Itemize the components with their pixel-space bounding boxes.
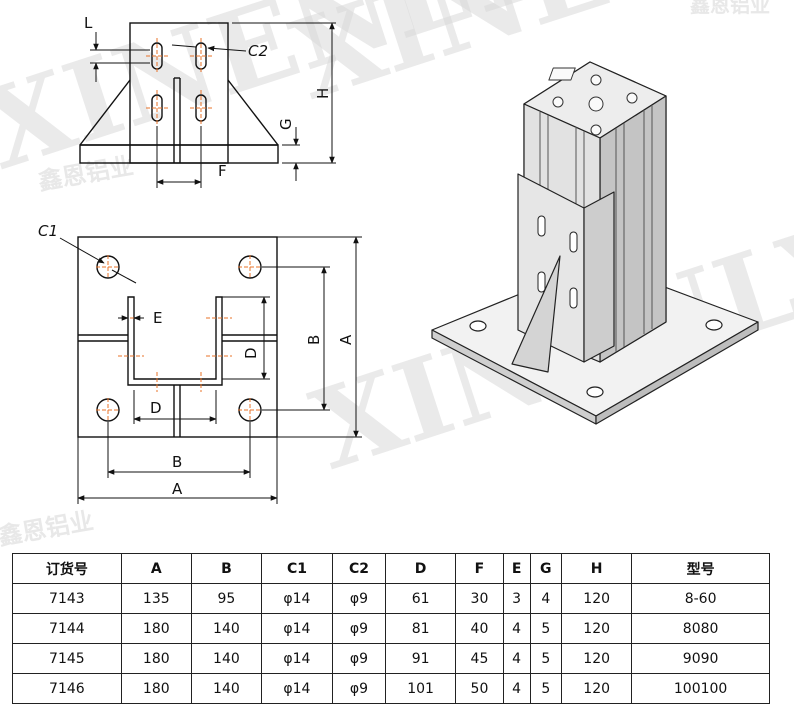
- table-cell: 7144: [12, 613, 122, 644]
- dim-label-D-vertical: D: [242, 347, 260, 359]
- dim-label-A-vertical: A: [337, 334, 355, 345]
- table-cell: φ14: [260, 583, 333, 614]
- table-cell: 180: [120, 673, 192, 704]
- table-cell: 120: [561, 583, 633, 614]
- table-row: 7143 135 95 φ14 φ9 61 30 3 4 120 8-60: [12, 583, 770, 614]
- col-header-H: H: [561, 553, 633, 584]
- table-cell: φ14: [260, 643, 333, 674]
- table-row: 7144 180 140 φ14 φ9 81 40 4 5 120 8080: [12, 613, 770, 644]
- table-cell: 7145: [12, 643, 122, 674]
- table-cell: 7146: [12, 673, 122, 704]
- dim-label-B-horizontal: B: [172, 453, 182, 471]
- watermark-cn-3: 鑫恩铝业: [0, 507, 96, 550]
- table-cell: 180: [120, 613, 192, 644]
- table-cell: 40: [455, 613, 504, 644]
- col-header-B: B: [190, 553, 262, 584]
- iso-hole-3: [705, 319, 723, 331]
- u-bracket-outline: [127, 296, 223, 386]
- watermark-layer: XINENLY XINENLY XINENLY 鑫恩铝业 鑫恩铝业 鑫恩铝业 鑫…: [0, 0, 794, 550]
- table-cell: 30: [455, 583, 504, 614]
- table-cell: φ9: [331, 673, 387, 704]
- col-header-order-no: 订货号: [12, 553, 122, 584]
- right-gusset: [227, 79, 279, 146]
- table-cell: 5: [529, 643, 563, 674]
- dim-label-E: E: [153, 309, 162, 327]
- table-cell: φ14: [260, 613, 333, 644]
- table-cell: 8080: [631, 613, 770, 644]
- table-cell: 5: [529, 673, 563, 704]
- table-cell: φ14: [260, 673, 333, 704]
- table-cell: 61: [385, 583, 457, 614]
- top-view: [77, 236, 278, 438]
- table-row: 7146 180 140 φ14 φ9 101 50 4 5 120 10010…: [12, 673, 770, 704]
- dim-label-G: G: [277, 118, 295, 130]
- table-cell: 140: [190, 613, 262, 644]
- dim-label-H: H: [314, 88, 332, 99]
- table-row: 7145 180 140 φ14 φ9 91 45 4 5 120 9090: [12, 643, 770, 674]
- table-cell: 120: [561, 613, 633, 644]
- table-cell: φ9: [331, 583, 387, 614]
- table-cell: 4: [502, 643, 531, 674]
- isometric-view: [431, 61, 759, 425]
- front-view-dimensions: [90, 22, 336, 188]
- table-cell: 4: [529, 583, 563, 614]
- iso-hole-4: [586, 386, 604, 398]
- table-cell: 4: [502, 613, 531, 644]
- col-header-D: D: [385, 553, 457, 584]
- table-cell: 120: [561, 673, 633, 704]
- table-cell: 140: [190, 673, 262, 704]
- table-cell: 140: [190, 643, 262, 674]
- dim-label-F: F: [218, 162, 227, 180]
- dim-label-D-horizontal: D: [150, 399, 162, 417]
- top-view-center-marks: [96, 255, 262, 422]
- table-cell: 9090: [631, 643, 770, 674]
- dim-label-C1: C1: [38, 222, 58, 240]
- table-cell: φ9: [331, 643, 387, 674]
- left-gusset: [79, 79, 131, 146]
- table-cell: 101: [385, 673, 457, 704]
- front-view-center-marks: [146, 38, 212, 126]
- iso-slot-2: [569, 231, 578, 253]
- table-cell: 4: [502, 673, 531, 704]
- dim-label-B-vertical: B: [305, 335, 323, 345]
- col-header-C2: C2: [331, 553, 387, 584]
- table-cell: 91: [385, 643, 457, 674]
- col-header-F: F: [455, 553, 504, 584]
- iso-slot-4: [569, 287, 578, 309]
- col-header-model: 型号: [631, 553, 770, 584]
- dim-label-C2-front: C2: [248, 42, 268, 60]
- table-cell: 3: [502, 583, 531, 614]
- table-cell: 180: [120, 643, 192, 674]
- spec-table: 订货号 A B C1 C2 D F E G H 型号 7143 135 95 φ…: [12, 553, 770, 704]
- col-header-A: A: [120, 553, 192, 584]
- table-cell: 135: [120, 583, 192, 614]
- iso-bracket-right-plate: [583, 191, 615, 363]
- spec-table-header-row: 订货号 A B C1 C2 D F E G H 型号: [12, 553, 770, 584]
- table-cell: 120: [561, 643, 633, 674]
- front-view-base-plate: [79, 144, 279, 164]
- table-cell: 7143: [12, 583, 122, 614]
- col-header-E: E: [502, 553, 531, 584]
- col-header-C1: C1: [260, 553, 333, 584]
- table-cell: 5: [529, 613, 563, 644]
- top-view-base-plate: [77, 236, 278, 438]
- watermark-cn-4: 鑫恩铝业: [690, 0, 770, 17]
- iso-hole-1: [469, 320, 487, 332]
- iso-slot-1: [537, 215, 546, 237]
- iso-gusset: [511, 255, 561, 373]
- table-cell: 81: [385, 613, 457, 644]
- table-cell: 100100: [631, 673, 770, 704]
- col-header-G: G: [529, 553, 563, 584]
- dim-label-A-horizontal: A: [172, 480, 183, 498]
- table-cell: 8-60: [631, 583, 770, 614]
- top-view-dimensions: [59, 236, 362, 504]
- technical-drawing: XINENLY XINENLY XINENLY 鑫恩铝业 鑫恩铝业 鑫恩铝业 鑫…: [0, 0, 794, 550]
- iso-slot-3: [537, 271, 546, 293]
- dim-label-L: L: [84, 14, 93, 32]
- table-cell: φ9: [331, 613, 387, 644]
- table-cell: 95: [190, 583, 262, 614]
- table-cell: 45: [455, 643, 504, 674]
- table-cell: 50: [455, 673, 504, 704]
